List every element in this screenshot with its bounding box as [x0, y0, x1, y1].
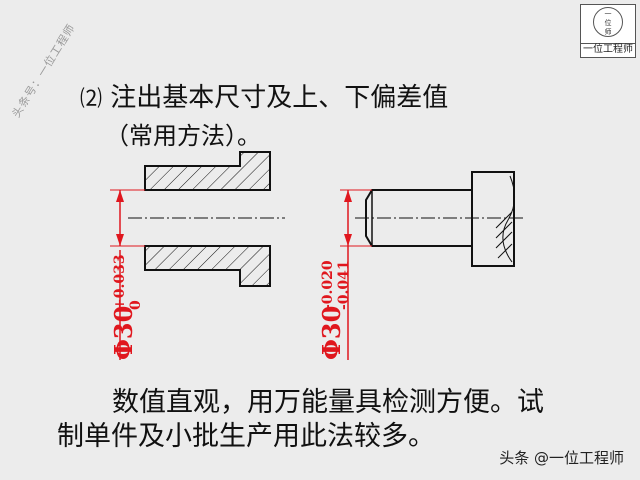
heading-line1: 注出基本尺寸及上、下偏差值 [110, 83, 449, 113]
hole-dim-upper: +0.033 [112, 254, 128, 310]
shaft-arrow-top [344, 190, 352, 202]
heading-line2: （常用方法）。 [105, 122, 261, 150]
shaft-arrow-bottom [344, 234, 352, 246]
logo-emblem: 一 位 师 [593, 7, 623, 37]
body-line2: 制单件及小批生产用此法较多。 [57, 421, 435, 452]
logo-char-1: 一 [604, 10, 612, 18]
heading: ⑵ 注出基本尺寸及上、下偏差值 [80, 80, 448, 118]
credit-watermark: 头条 @一位工程师 [499, 449, 624, 467]
logo-name: 一位工程师 [583, 44, 633, 55]
shaft-dim-upper: -0.020 [320, 260, 336, 310]
bushing-top-section [144, 151, 271, 191]
shaft-head [471, 171, 515, 267]
body-line1: 数值直观，用万能量具检测方便。试 [112, 387, 544, 418]
heading-number: ⑵ [80, 87, 103, 112]
shaft-dim-lower: -0.041 [336, 260, 352, 310]
hole-dim-lower: 0 [128, 300, 144, 310]
logo-divider [581, 43, 635, 44]
logo-char-3: 师 [604, 28, 612, 36]
logo-char-2: 位 [604, 19, 612, 27]
shaft-part: Φ30 -0.020 -0.041 [317, 171, 525, 360]
hole-dim-base: Φ30 [109, 306, 138, 360]
shaft-break [502, 175, 515, 263]
shaft-dim-base: Φ30 [317, 306, 346, 360]
bushing-part: Φ30 +0.033 0 [109, 151, 285, 360]
bushing-bottom-section [144, 245, 271, 287]
logo-box: 一 位 师 一位工程师 [580, 4, 636, 58]
